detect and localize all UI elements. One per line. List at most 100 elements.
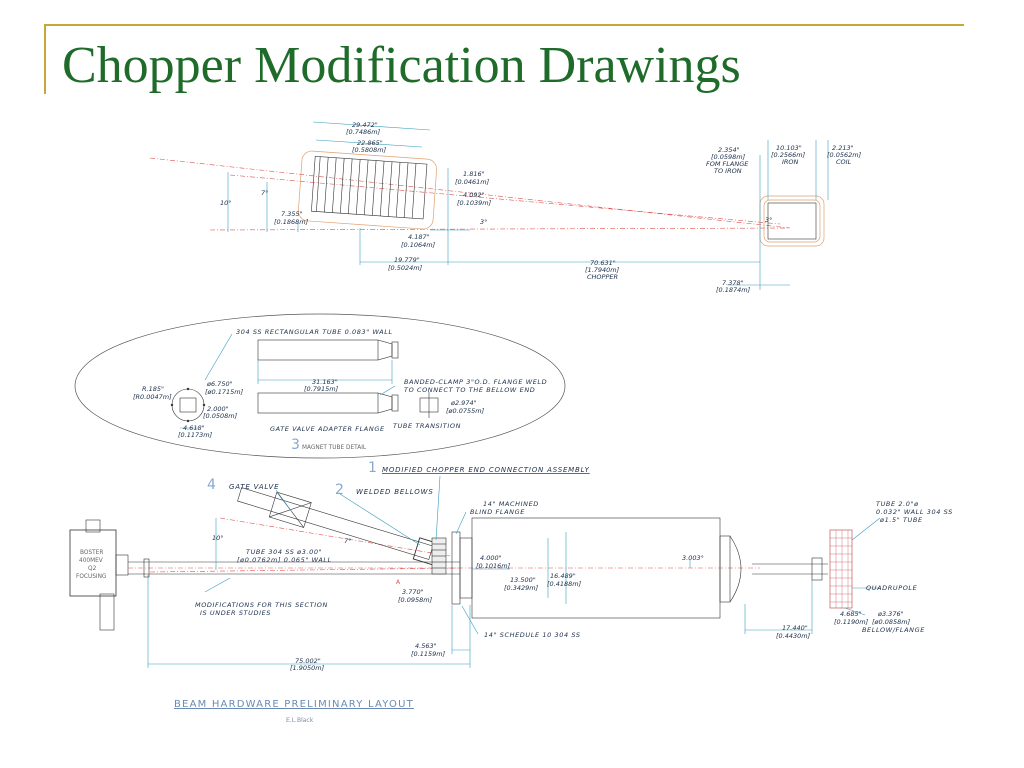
leader-mods [204, 577, 231, 593]
dim-75: 75.002" [295, 657, 321, 665]
beam-line-lower [149, 567, 461, 573]
title-rule-vertical [44, 24, 46, 94]
beam-line-axis [209, 227, 791, 231]
gate-flange-label: GATE VALVE ADAPTER FLANGE [270, 425, 385, 433]
beam-line-deflected [229, 174, 781, 225]
tube-taper-upper [377, 339, 393, 361]
dim-d10: 10.103" [776, 144, 802, 152]
bolt-hole [170, 403, 174, 407]
leader-assembly [435, 475, 441, 541]
leader-machined [455, 511, 467, 535]
callout-2-number: 2 [335, 482, 344, 498]
dim-d6: 7.355" [281, 210, 303, 218]
title-rule-horizontal [44, 24, 964, 26]
flange-square [179, 397, 197, 413]
booster-top [85, 519, 101, 533]
quadrupole-label: QUADRUPOLE [866, 584, 918, 592]
callout-1-label: MODIFIED CHOPPER END CONNECTION ASSEMBLY [382, 466, 590, 474]
tube-304-label-2: [ø0.0762m] 0.065" WALL [237, 556, 332, 564]
dim-400: 4.000" [480, 554, 502, 562]
dim-1744-m: [0.4430m] [776, 632, 811, 640]
rect-tube-label: 304 SS RECTANGULAR TUBE 0.083" WALL [236, 328, 393, 336]
tube-transition-label: TUBE TRANSITION [393, 422, 461, 430]
slide-title: Chopper Modification Drawings [62, 37, 741, 94]
leader-line [204, 333, 233, 381]
dim-1350: 13.500" [510, 576, 536, 584]
booster-port [115, 554, 129, 576]
dim-d5: 4.187" [408, 233, 430, 241]
dim-d5-m: [0.1064m] [401, 241, 436, 249]
dim-4685-m: [0.1190m] [834, 618, 869, 626]
dim-d12: 7.378" [722, 279, 744, 287]
leader-bellow [844, 607, 866, 616]
dim-1350-m: [0.3429m] [504, 584, 539, 592]
dia1-dim-m: [ø0.1715m] [205, 388, 244, 396]
dim-d11-m: [0.0562m] [827, 151, 862, 159]
dim-d10-m: [0.2566m] [771, 151, 806, 159]
dim-4563: 4.563" [415, 642, 437, 650]
tube-label-3: ø1.5" TUBE [879, 516, 923, 524]
angled-tube-body [237, 487, 434, 560]
dim-d7-m: [0.5024m] [388, 264, 423, 272]
quadrupole [829, 529, 853, 609]
assembly-angle-10: 10° [212, 534, 224, 542]
dim-d9-m: [0.0598m] [711, 153, 746, 161]
top-view: 29.472" [0.7486m] 22.865" [0.5808m] 1.81… [149, 121, 862, 294]
callout-2-label: WELDED BELLOWS [356, 488, 434, 496]
leader-bellows [339, 493, 421, 546]
dim-angle-10: 10° [220, 199, 232, 207]
dim-line-d2 [315, 139, 423, 148]
dia2-dim-m: [0.0508m] [203, 412, 238, 420]
dim-d11-note: COIL [836, 158, 852, 166]
rect-tube-upper [257, 339, 379, 361]
bellow-flange-label: BELLOW/FLANGE [862, 626, 925, 634]
tube-length-m: [0.7915m] [304, 385, 339, 393]
clamp-label-2: TO CONNECT TO THE BELLOW END [404, 386, 535, 394]
dim-d7: 19.779" [394, 256, 420, 264]
flange-lower [391, 394, 399, 412]
dim-d2-m: [0.5808m] [352, 146, 387, 154]
bolt-hole [186, 387, 190, 391]
dim-d12-m: [0.1874m] [716, 286, 751, 294]
dim-d2: 22.865" [357, 139, 383, 147]
magnet-laminations [316, 156, 417, 219]
dim-line-d1 [312, 121, 431, 131]
section-mark-a: A [396, 579, 401, 586]
dim-4685: 4.685" [840, 610, 862, 618]
pipe-flange [143, 558, 150, 578]
dim-d1: 29.472" [352, 121, 378, 129]
layout-title: BEAM HARDWARE PRELIMINARY LAYOUT [174, 699, 414, 710]
booster-label-3: Q2 [88, 566, 97, 572]
radius-dim-m: [R0.0047m] [133, 393, 172, 401]
dia3-dim-m: [0.1173m] [178, 431, 213, 439]
dim-3770: 3.770" [402, 588, 424, 596]
dim-75-m: [1.9050m] [290, 664, 325, 672]
bolt-hole [186, 419, 190, 423]
dim-3376-m: [ø0.0858m] [872, 618, 911, 626]
dim-d9: 2.354" [718, 146, 740, 154]
dim-d6-m: [0.1868m] [274, 218, 309, 226]
tube-detail: 304 SS RECTANGULAR TUBE 0.083" WALL 31.1… [74, 313, 566, 459]
dim-angle-3b: 3° [765, 216, 772, 224]
dim-angle-7: 7° [261, 189, 268, 197]
dim-d1-m: [0.7486m] [346, 128, 381, 136]
dia4-dim-m: [ø0.0755m] [446, 407, 485, 415]
tube-taper-lower [377, 392, 393, 414]
booster-label-1: BOSTER [80, 550, 103, 556]
quad-coil-inner [763, 199, 821, 243]
beam-line-angled [219, 517, 451, 557]
chopper-coil-outline [298, 150, 437, 230]
dim-d8: 70.631" [590, 259, 616, 267]
dim-d3-m: [0.0461m] [455, 178, 490, 186]
quad-iron [767, 202, 817, 240]
machined-label-2: BLIND FLANGE [470, 508, 525, 516]
gate-valve [268, 491, 312, 528]
vessel-dish-end [729, 535, 742, 603]
radius-dim: R.185" [142, 385, 164, 393]
dim-d4: 4.092" [463, 191, 485, 199]
assembly-view: BOSTER 400MEV Q2 FOCUSING 1 MODIFIED CHO… [69, 460, 952, 672]
leader-tube [851, 517, 881, 541]
dim-1744: 17.440" [782, 624, 808, 632]
flange-upper [391, 341, 399, 359]
